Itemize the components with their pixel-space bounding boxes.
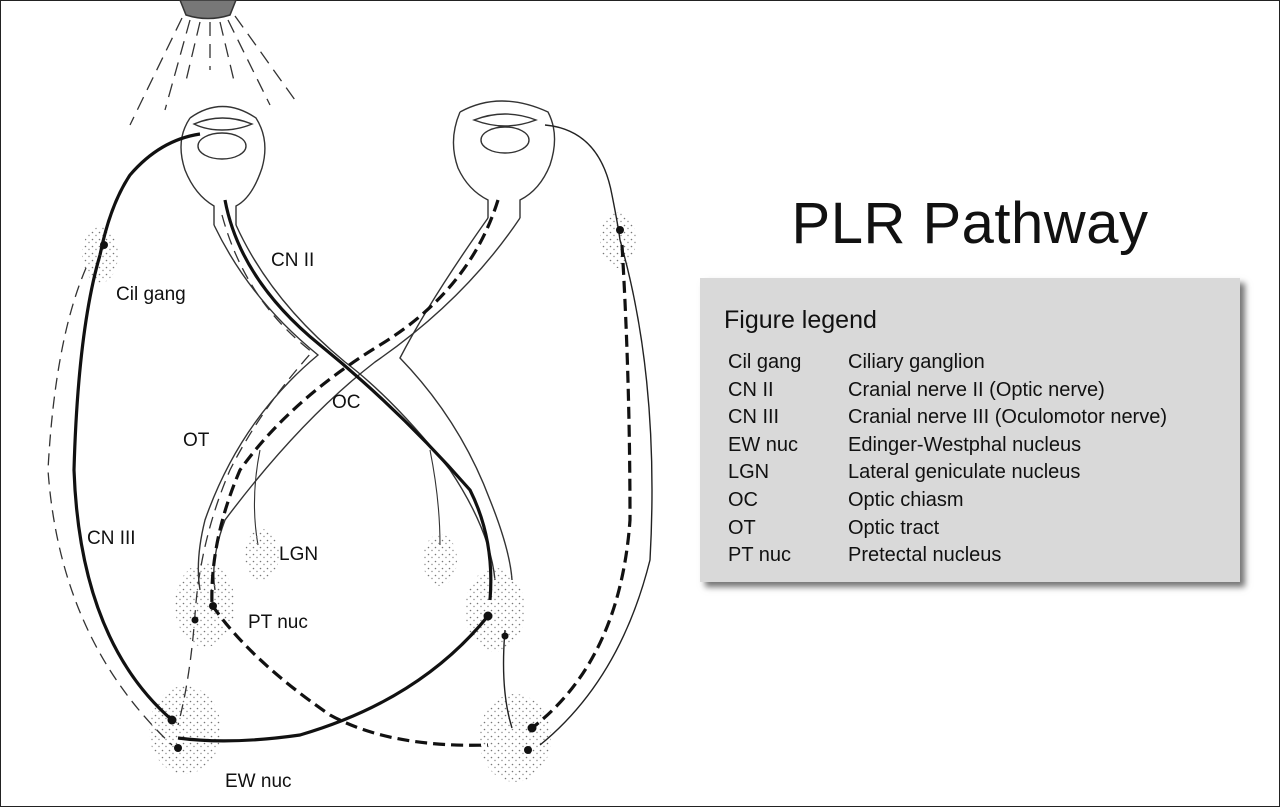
- legend-abbr: PT nuc: [728, 544, 791, 567]
- left-eye: [180, 105, 266, 225]
- legend-full: Optic chiasm: [848, 488, 964, 511]
- legend-abbr: CN III: [728, 406, 780, 429]
- legend-abbr: Cil gang: [728, 351, 802, 373]
- legend-row: PT nuc Pretectal nucleus: [724, 542, 1240, 570]
- legend-list: Cil gang Ciliary ganglion CN II Cranial ne…: [724, 349, 1240, 570]
- legend-row: OT Optic tract: [724, 515, 1240, 543]
- stippled-nuclei: [82, 212, 636, 782]
- plr-pathway-diagram: Cil gang CN II OC OT CN III LGN PT nuc E…: [47, 0, 653, 792]
- legend-row: EW nuc Edinger-Westphal nucleus: [724, 432, 1240, 460]
- thick-dashed-pathways: [210, 199, 632, 747]
- light-source-icon: [129, 0, 296, 126]
- legend-full: Cranial nerve III (Oculomotor nerve): [848, 406, 1168, 429]
- legend-abbr: EW nuc: [728, 433, 799, 456]
- legend-row: Cil gang Ciliary ganglion: [724, 349, 1240, 377]
- legend-row: LGN Lateral geniculate nucleus: [724, 459, 1240, 487]
- label-ew-nuc: EW nuc: [225, 771, 292, 792]
- legend-abbr: OC: [728, 488, 758, 511]
- legend-abbr: LGN: [728, 461, 770, 484]
- label-ot: OT: [183, 430, 210, 451]
- right-eye: [452, 100, 556, 218]
- legend-title: Figure legend: [724, 306, 877, 334]
- page-title: PLR Pathway: [791, 191, 1149, 256]
- synapse-dots: [100, 226, 624, 754]
- label-pt-nuc: PT nuc: [248, 612, 308, 633]
- legend-row: CN III Cranial nerve III (Oculomotor nerv…: [724, 404, 1240, 432]
- label-cn2: CN II: [271, 250, 314, 271]
- solid-pathways: [72, 132, 493, 743]
- legend-abbr: CN II: [728, 378, 774, 401]
- label-lgn: LGN: [279, 544, 318, 565]
- label-cil-gang: Cil gang: [116, 284, 186, 305]
- legend-full: Ciliary ganglion: [848, 351, 985, 373]
- figure-legend: Figure legend Cil gang Ciliary ganglion C…: [700, 278, 1240, 582]
- legend-full: Pretectal nucleus: [848, 544, 1002, 567]
- legend-full: Lateral geniculate nucleus: [848, 461, 1081, 484]
- thin-dashed-pathways: [47, 214, 313, 746]
- legend-full: Edinger-Westphal nucleus: [848, 433, 1082, 456]
- legend-full: Optic tract: [848, 516, 940, 539]
- legend-row: CN II Cranial nerve II (Optic nerve): [724, 377, 1240, 405]
- label-oc: OC: [332, 392, 361, 413]
- legend-row: OC Optic chiasm: [724, 487, 1240, 515]
- legend-abbr: OT: [728, 516, 756, 539]
- legend-full: Cranial nerve II (Optic nerve): [848, 378, 1105, 401]
- label-cn3: CN III: [87, 528, 136, 549]
